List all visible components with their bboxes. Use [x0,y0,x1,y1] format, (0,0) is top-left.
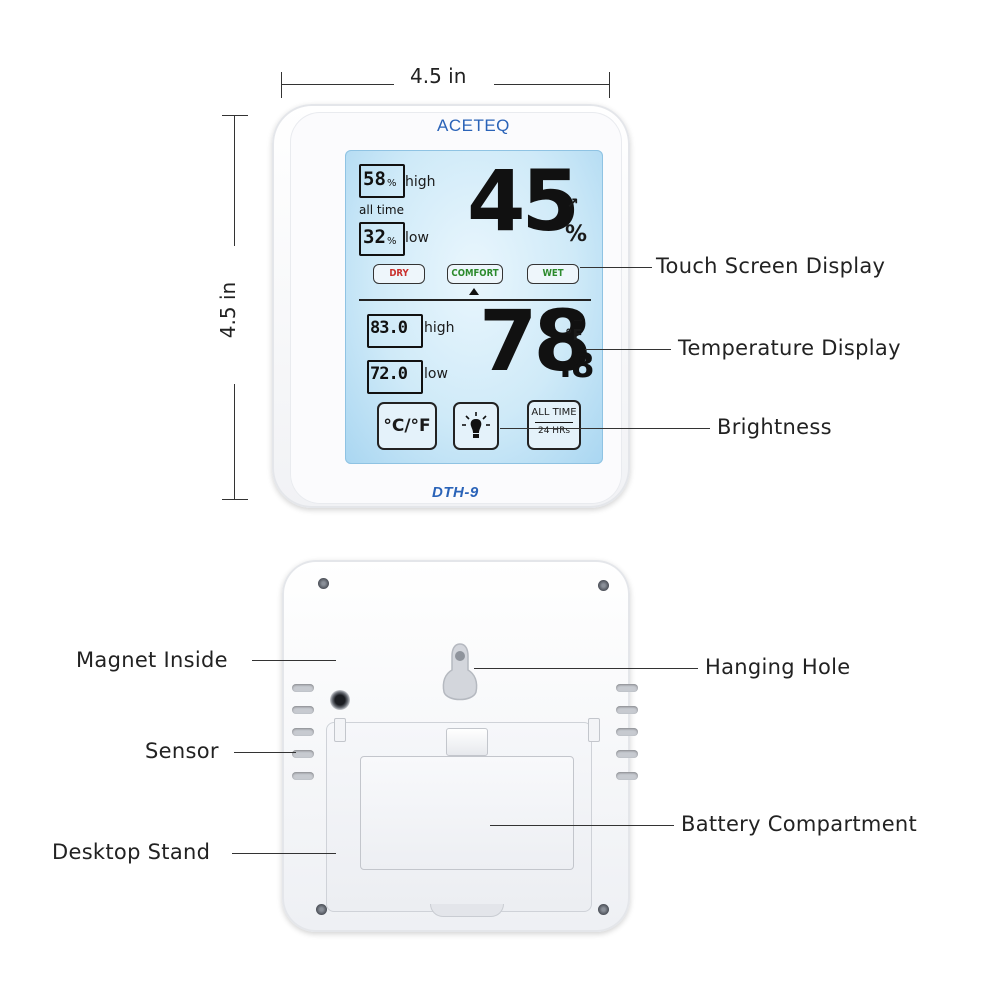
magnet-callout-line [252,660,336,662]
width-dimension-line-right [494,84,610,86]
humidity-current-unit: % [565,222,588,247]
dry-indicator: DRY [373,264,425,284]
humidity-high-box [359,164,405,198]
height-dimension-label: 4.5 in [216,281,241,339]
left-vent-2 [292,706,314,714]
brightness-callout-line [500,428,710,430]
wet-indicator: WET [527,264,579,284]
stand-callout-line [232,853,336,855]
battery-callout-line [490,825,674,827]
comfort-pointer [469,288,479,295]
humidity-high-value: 58 [363,168,386,190]
width-dimension-label: 4.5 in [410,64,467,88]
screw-bottom-left [316,904,327,915]
right-vent-2 [616,706,638,714]
right-vent-1 [616,684,638,692]
width-dimension-line-left [282,84,394,86]
temperature-callout: Temperature Display [678,336,901,360]
humidity-high-label: high [405,174,436,190]
temperature-current-value: 78 [479,292,592,390]
humidity-low-label: low [405,230,429,246]
humidity-low-value: 32 [363,226,386,248]
temperature-current-unit: °F [565,326,583,344]
humidity-trend-arrow: ↗ [567,194,579,210]
unit-toggle-button[interactable]: °C/°F [377,402,437,450]
hanging-callout-line [474,668,698,670]
stand-latch[interactable] [446,728,488,756]
battery-callout: Battery Compartment [681,812,918,836]
temp-high-label: high [424,320,455,336]
magnet-callout: Magnet Inside [76,648,228,672]
comfort-indicator: COMFORT [447,264,503,284]
humidity-low-box [359,222,405,256]
right-vent-5 [616,772,638,780]
brightness-button[interactable] [453,402,499,450]
width-dimension-tick-right [609,72,611,98]
left-vent-1 [292,684,314,692]
lcd-screen[interactable]: 58 % high all time 32 % low 45 ↗ % DRY C… [345,150,603,464]
humidity-low-pct: % [387,236,397,247]
brand-logo: ACETEQ [437,116,510,135]
height-dimension-line-bottom [234,384,236,500]
24hrs-button-label: 24 HRs [535,422,573,436]
screen-divider [359,299,591,301]
left-vent-3 [292,728,314,736]
sensor-callout: Sensor [145,739,219,763]
battery-compartment[interactable] [360,756,574,870]
unit-toggle-label: °C/°F [383,416,431,436]
right-vent-3 [616,728,638,736]
humidity-high-pct: % [387,178,397,189]
temp-low-box [367,360,423,394]
model-label: DTH-9 [432,484,479,501]
screw-top-right [598,580,609,591]
stand-callout: Desktop Stand [52,840,211,864]
temp-high-value: 83.0 [370,318,408,338]
all-time-label: all time [359,203,404,217]
height-dimension-tick-top [222,115,248,117]
temperature-current-decimal: .8 [559,346,595,386]
lightbulb-icon [462,412,490,438]
stand-foot [430,904,504,917]
screw-bottom-right [598,904,609,915]
sensor-port [330,690,350,710]
all-time-24hrs-button[interactable]: ALL TIME 24 HRs [527,400,581,450]
temp-high-box [367,314,423,348]
humidity-current-value: 45 [467,152,580,250]
brightness-callout: Brightness [717,415,832,439]
right-vent-4 [616,750,638,758]
height-dimension-tick-bottom [222,499,248,501]
left-vent-4 [292,750,314,758]
all-time-button-label: ALL TIME [531,407,577,418]
stand-hinge-left [334,718,346,742]
temperature-callout-line [585,349,671,351]
screw-top-left [318,578,329,589]
left-vent-5 [292,772,314,780]
temp-low-value: 72.0 [370,364,408,384]
sensor-callout-line [234,752,296,754]
temperature-trend-arrow: → [571,310,585,326]
width-dimension-tick-left [281,72,283,98]
touch-screen-callout-line [580,267,652,269]
hanging-callout: Hanging Hole [705,655,851,679]
hanging-hole [442,643,478,701]
temp-low-label: low [424,366,448,382]
height-dimension-line-top [234,116,236,246]
touch-screen-callout: Touch Screen Display [656,254,886,278]
stand-hinge-right [588,718,600,742]
